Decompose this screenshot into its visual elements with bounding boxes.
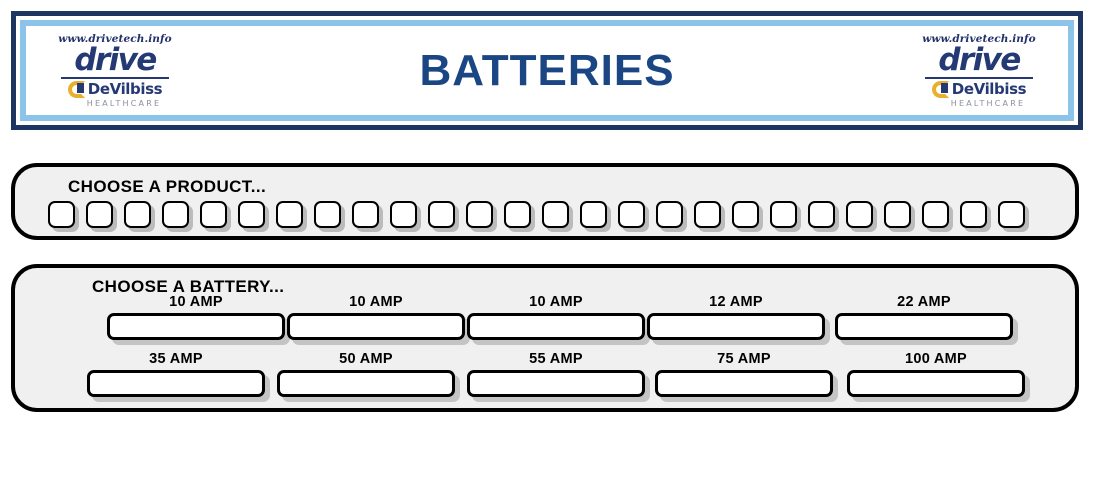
battery-button-22-amp[interactable]: [835, 313, 1013, 340]
product-button-14[interactable]: [542, 201, 569, 228]
choose-product-panel: CHOOSE A PRODUCT...: [11, 163, 1079, 240]
product-button-24[interactable]: [922, 201, 949, 228]
drive-wordmark-text: drive: [74, 42, 157, 79]
battery-button-100-amp[interactable]: [847, 370, 1025, 397]
battery-amp-label: 100 AMP: [904, 351, 967, 367]
product-button-15[interactable]: [580, 201, 607, 228]
battery-button-50-amp[interactable]: [277, 370, 455, 397]
header-banner: www.drivetech.info drive DeVilbiss HEALT…: [11, 11, 1083, 130]
battery-cell: 35 AMP: [87, 351, 265, 397]
battery-button-75-amp[interactable]: [655, 370, 833, 397]
battery-amp-label: 22 AMP: [897, 294, 951, 310]
product-button-13[interactable]: [504, 201, 531, 228]
drive-wordmark: drive: [936, 45, 1021, 76]
product-button-22[interactable]: [846, 201, 873, 228]
devilbiss-text: DeVilbiss: [951, 79, 1027, 98]
header-inner-frame: www.drivetech.info drive DeVilbiss HEALT…: [20, 20, 1074, 121]
product-button-25[interactable]: [960, 201, 987, 228]
battery-button-10-amp[interactable]: [467, 313, 645, 340]
page-title: BATTERIES: [419, 45, 675, 95]
battery-amp-label: 35 AMP: [149, 351, 203, 367]
product-button-19[interactable]: [732, 201, 759, 228]
product-button-6[interactable]: [238, 201, 265, 228]
battery-button-10-amp[interactable]: [107, 313, 285, 340]
healthcare-tagline: HEALTHCARE: [86, 98, 162, 108]
battery-button-grid: 10 AMP 10 AMP 10 AMP 12 AMP 22 AMP 35 AMP 50 A…: [15, 294, 1075, 404]
devilbiss-row: DeVilbiss: [67, 79, 163, 98]
product-button-26[interactable]: [998, 201, 1025, 228]
battery-amp-label: 12 AMP: [709, 294, 763, 310]
product-button-1[interactable]: [48, 201, 75, 228]
battery-cell: 10 AMP: [107, 294, 285, 340]
product-button-21[interactable]: [808, 201, 835, 228]
product-button-20[interactable]: [770, 201, 797, 228]
battery-button-10-amp[interactable]: [287, 313, 465, 340]
drive-wordmark-text: drive: [938, 42, 1021, 79]
product-button-4[interactable]: [162, 201, 189, 228]
battery-amp-label: 10 AMP: [349, 294, 403, 310]
devilbiss-row: DeVilbiss: [931, 79, 1027, 98]
product-button-row: [48, 201, 1025, 228]
battery-amp-label: 55 AMP: [529, 351, 583, 367]
battery-button-55-amp[interactable]: [467, 370, 645, 397]
battery-cell: 10 AMP: [287, 294, 465, 340]
battery-cell: 50 AMP: [277, 351, 455, 397]
product-button-9[interactable]: [352, 201, 379, 228]
battery-amp-label: 10 AMP: [529, 294, 583, 310]
logo-left: www.drivetech.info drive DeVilbiss HEALT…: [26, 33, 204, 107]
battery-amp-label: 10 AMP: [169, 294, 223, 310]
choose-battery-panel: CHOOSE A BATTERY... 10 AMP 10 AMP 10 AMP 12…: [11, 264, 1079, 412]
product-button-3[interactable]: [124, 201, 151, 228]
product-button-5[interactable]: [200, 201, 227, 228]
product-button-2[interactable]: [86, 201, 113, 228]
battery-cell: 22 AMP: [835, 294, 1013, 340]
devilbiss-mark-icon: [67, 80, 85, 98]
product-button-23[interactable]: [884, 201, 911, 228]
battery-cell: 100 AMP: [847, 351, 1025, 397]
logo-divider: [925, 76, 1033, 79]
choose-product-label: CHOOSE A PRODUCT...: [68, 177, 267, 196]
devilbiss-mark-icon: [931, 80, 949, 98]
battery-button-35-amp[interactable]: [87, 370, 265, 397]
logo-url-text: www.drivetech.info: [58, 33, 172, 46]
battery-cell: 10 AMP: [467, 294, 645, 340]
product-button-7[interactable]: [276, 201, 303, 228]
product-button-18[interactable]: [694, 201, 721, 228]
battery-cell: 75 AMP: [655, 351, 833, 397]
logo-url-text: www.drivetech.info: [922, 33, 1036, 46]
product-button-10[interactable]: [390, 201, 417, 228]
product-button-16[interactable]: [618, 201, 645, 228]
battery-button-12-amp[interactable]: [647, 313, 825, 340]
product-button-17[interactable]: [656, 201, 683, 228]
drive-wordmark: drive: [72, 45, 157, 76]
product-button-11[interactable]: [428, 201, 455, 228]
product-button-8[interactable]: [314, 201, 341, 228]
battery-amp-label: 50 AMP: [339, 351, 393, 367]
battery-amp-label: 75 AMP: [717, 351, 771, 367]
choose-battery-label: CHOOSE A BATTERY...: [92, 277, 285, 296]
devilbiss-text: DeVilbiss: [87, 79, 163, 98]
healthcare-tagline: HEALTHCARE: [950, 98, 1026, 108]
logo-divider: [61, 76, 169, 79]
battery-cell: 55 AMP: [467, 351, 645, 397]
battery-cell: 12 AMP: [647, 294, 825, 340]
logo-right: www.drivetech.info drive DeVilbiss HEALT…: [890, 33, 1068, 107]
product-button-12[interactable]: [466, 201, 493, 228]
